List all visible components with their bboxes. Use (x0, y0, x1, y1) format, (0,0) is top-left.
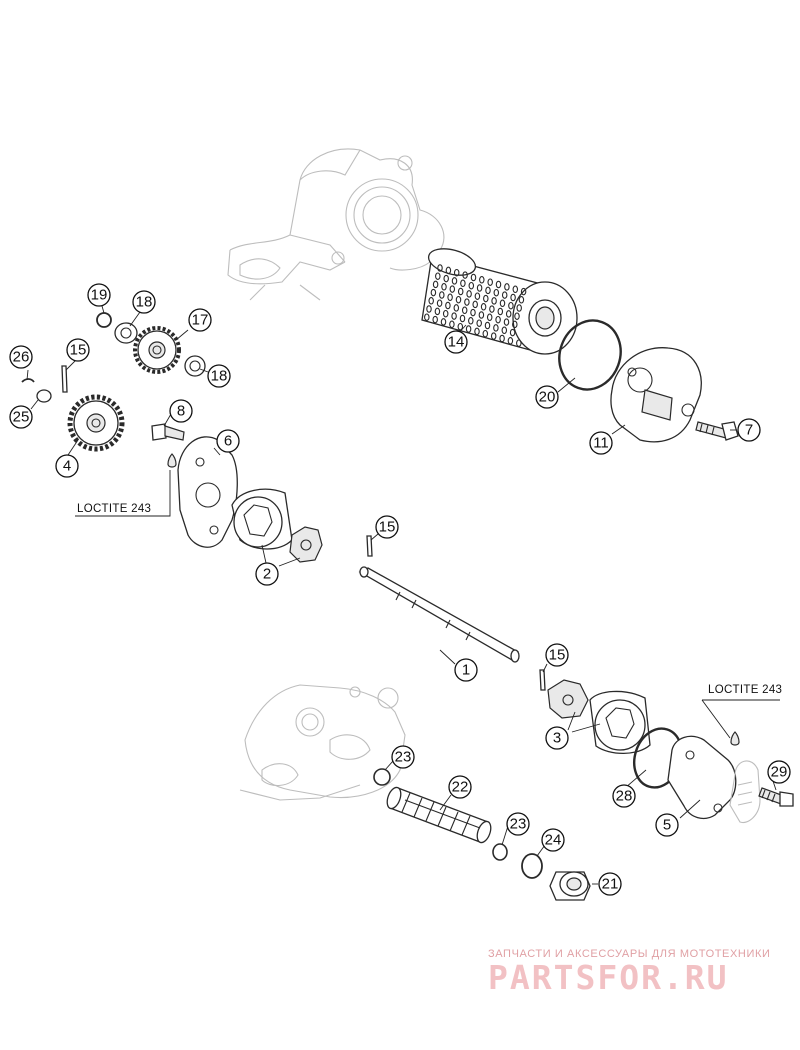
svg-text:2: 2 (263, 566, 271, 583)
callout-1: 1 (454, 658, 478, 682)
loctite-label-lower: LOCTITE 243 (708, 684, 782, 696)
callout-20: 20 (535, 385, 559, 409)
o-ring-23-upper (373, 768, 391, 786)
watermark-caption: ЗАПЧАСТИ И АКСЕССУАРЫ ДЛЯ МОТОТЕХНИКИ (488, 948, 771, 960)
pin-15-lower (539, 669, 546, 691)
callout-26: 26 (9, 345, 33, 369)
clip-26 (21, 378, 35, 383)
rotor-housing-3 (589, 690, 651, 755)
filter-perforation (424, 264, 527, 347)
bolt-7 (695, 421, 739, 441)
callout-18-lower: 18 (207, 364, 231, 388)
callout-18-upper: 18 (132, 290, 156, 314)
o-ring-23-lower (492, 843, 508, 861)
pin-14 (61, 365, 68, 393)
callout-4: 4 (55, 454, 79, 478)
svg-text:4: 4 (63, 458, 71, 475)
loctite-drop-upper (167, 453, 177, 468)
inner-rotor-2 (289, 526, 323, 563)
callout-14: 15 (66, 338, 90, 362)
callout-29: 29 (767, 760, 791, 784)
callout-5: 5 (655, 813, 679, 837)
bolt-8 (151, 423, 185, 441)
svg-text:5: 5 (663, 817, 671, 834)
svg-text:18: 18 (136, 294, 153, 311)
callout-17: 17 (188, 308, 212, 332)
svg-text:19: 19 (91, 287, 108, 304)
svg-text:15: 15 (70, 342, 87, 359)
svg-text:1: 1 (462, 662, 470, 679)
callout-7: 7 (737, 418, 761, 442)
circlip-19 (96, 312, 112, 328)
rotor-housing-2 (231, 488, 293, 550)
inner-rotor-3 (547, 679, 589, 719)
svg-text:26: 26 (13, 349, 30, 366)
washer-18-upper (114, 322, 138, 344)
svg-text:7: 7 (745, 422, 753, 439)
callout-12: 14 (444, 330, 468, 354)
svg-text:8: 8 (177, 403, 185, 420)
callout-19: 19 (87, 283, 111, 307)
svg-text:17: 17 (192, 312, 209, 329)
callout-15-lower: 15 (545, 643, 569, 667)
callout-2: 2 (255, 562, 279, 586)
svg-text:11: 11 (593, 435, 609, 452)
gear-17 (133, 326, 181, 374)
svg-text:3: 3 (553, 730, 561, 747)
washer-18-lower (184, 355, 206, 377)
callout-6: 6 (216, 429, 240, 453)
bracket-ghost (729, 760, 761, 824)
loctite-drop-lower (730, 731, 740, 746)
callout-3: 3 (545, 726, 569, 750)
callout-11: 11 (589, 431, 613, 455)
svg-text:29: 29 (771, 764, 788, 781)
svg-text:15: 15 (379, 519, 396, 536)
engine-case-bottom-ghost (239, 684, 406, 801)
pin-15-upper (366, 535, 373, 557)
svg-text:25: 25 (13, 409, 30, 426)
pump-plate-6 (177, 436, 238, 548)
engine-case-top-ghost (227, 148, 445, 301)
o-ring-20 (558, 319, 622, 391)
callout-23-upper: 23 (391, 745, 415, 769)
svg-text:15: 15 (549, 647, 566, 664)
svg-text:20: 20 (539, 389, 556, 406)
callout-15-upper: 15 (375, 515, 399, 539)
svg-text:28: 28 (616, 788, 633, 805)
svg-text:18: 18 (211, 368, 228, 385)
svg-text:14: 14 (448, 334, 465, 351)
svg-text:24: 24 (545, 832, 562, 849)
pump-cover-5 (667, 735, 737, 820)
callout-21: 21 (598, 872, 622, 896)
drain-plug-21 (549, 871, 591, 901)
callout-8: 8 (169, 399, 193, 423)
pump-shaft-1 (358, 566, 520, 663)
o-ring-24 (521, 853, 543, 879)
oil-filter-cover (610, 347, 702, 443)
callout-23-lower: 23 (506, 812, 530, 836)
svg-text:21: 21 (602, 876, 619, 893)
svg-text:23: 23 (395, 749, 412, 766)
oil-filter (421, 248, 578, 355)
callout-25: 25 (9, 405, 33, 429)
callout-24: 24 (541, 828, 565, 852)
svg-text:6: 6 (224, 433, 232, 450)
callout-28: 28 (612, 784, 636, 808)
svg-text:22: 22 (452, 779, 469, 796)
loctite-label-upper: LOCTITE 243 (77, 503, 151, 515)
svg-text:23: 23 (510, 816, 527, 833)
oil-strainer-22 (386, 786, 492, 844)
gear-4 (67, 394, 125, 452)
watermark-logo: PARTSFOR.RU (488, 958, 729, 997)
watermark: ЗАПЧАСТИ И АКСЕССУАРЫ ДЛЯ МОТОТЕХНИКИ PA… (488, 948, 788, 996)
washer-25 (36, 389, 52, 403)
callout-22: 22 (448, 775, 472, 799)
bolt-29 (758, 787, 794, 807)
